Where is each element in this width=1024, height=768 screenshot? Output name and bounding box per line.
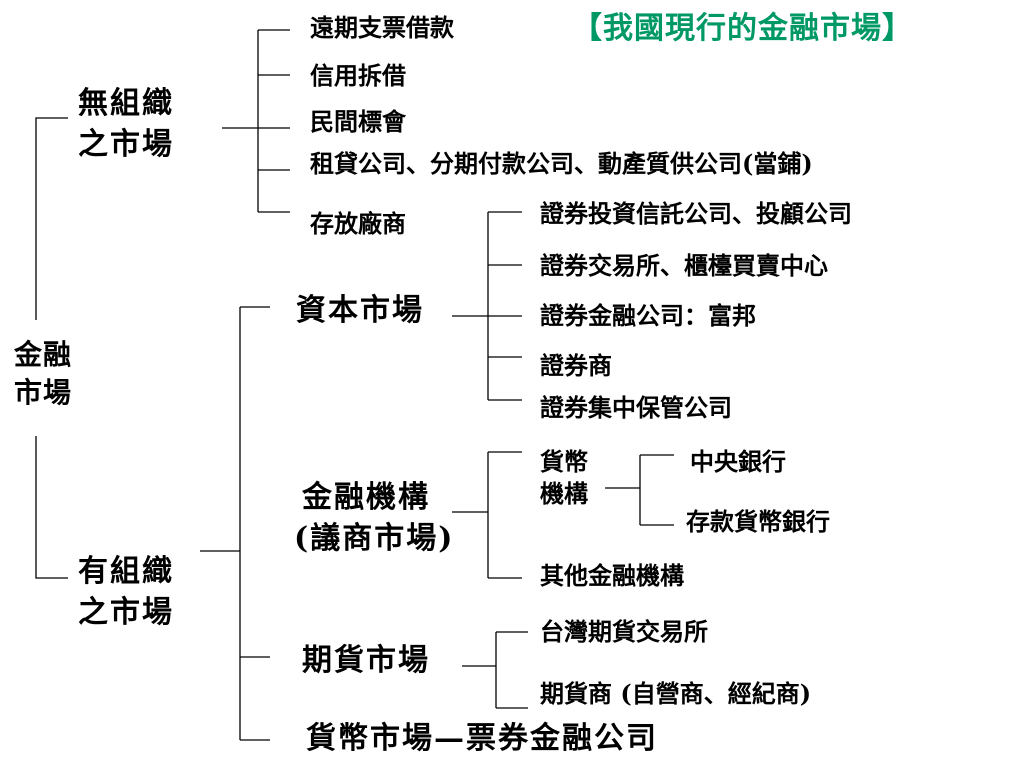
capital-item-central-depository: 證券集中保管公司	[540, 393, 732, 422]
financial-item-other-institutions: 其他金融機構	[540, 561, 684, 590]
futures-item-brokers: 期貨商 (自營商、經紀商)	[540, 679, 812, 708]
futures-market-bracket	[462, 631, 528, 709]
unorganized-item-credit-lending: 信用拆借	[310, 61, 406, 90]
page-title: 【我國現行的金融市場】	[572, 11, 913, 46]
monetary-institutions-label-line1: 貨幣	[540, 447, 588, 476]
unorganized-market-label: 無組織 之市場	[78, 84, 174, 165]
unorganized-item-leasing-installment-pawn: 租貸公司、分期付款公司、動產質供公司(當鋪)	[310, 149, 813, 178]
capital-item-stock-exchange: 證券交易所、櫃檯買賣中心	[540, 251, 828, 280]
capital-market-bracket	[452, 211, 522, 401]
monetary-institutions-label-line2: 機構	[540, 479, 588, 509]
root-label-line2: 市場	[14, 375, 73, 409]
financial-institutions-label: 金融機構 (議商市場)	[294, 478, 454, 559]
root-label-line1: 金融	[14, 338, 73, 371]
money-market-label: 貨幣市場—票券金融公司	[306, 721, 658, 756]
unorganized-item-vendor-deposits: 存放廠商	[310, 209, 406, 238]
monetary-institutions-label: 貨幣 機構	[540, 446, 588, 511]
monetary-item-central-bank: 中央銀行	[690, 447, 786, 476]
unorganized-market-label-line1: 無組織	[78, 86, 174, 121]
monetary-institutions-bracket	[605, 454, 674, 526]
unorganized-bracket	[222, 29, 290, 213]
capital-item-securities-firms: 證券商	[540, 351, 612, 380]
financial-institutions-label-line2: (議商市場)	[294, 520, 455, 556]
futures-market-label: 期貨市場	[302, 643, 430, 678]
root-label: 金融 市場	[14, 336, 72, 412]
financial-institutions-label-line1: 金融機構	[302, 480, 430, 515]
capital-market-label: 資本市場	[296, 293, 424, 328]
futures-item-taifex: 台灣期貨交易所	[540, 617, 708, 646]
organized-bracket	[200, 306, 270, 741]
unorganized-item-forward-check-loan: 遠期支票借款	[310, 13, 454, 42]
root-bracket	[35, 117, 68, 579]
unorganized-market-label-line2: 之市場	[78, 126, 174, 162]
organized-market-label-line1: 有組織	[78, 554, 174, 589]
organized-market-label: 有組織 之市場	[78, 552, 174, 633]
monetary-item-deposit-banks: 存款貨幣銀行	[686, 507, 830, 536]
organized-market-label-line2: 之市場	[78, 594, 174, 630]
capital-item-investment-trust: 證券投資信託公司、投顧公司	[540, 199, 852, 228]
capital-item-securities-finance: 證券金融公司：富邦	[540, 301, 756, 330]
unorganized-item-rotating-savings: 民間標會	[310, 107, 406, 136]
financial-institutions-bracket	[452, 451, 522, 579]
